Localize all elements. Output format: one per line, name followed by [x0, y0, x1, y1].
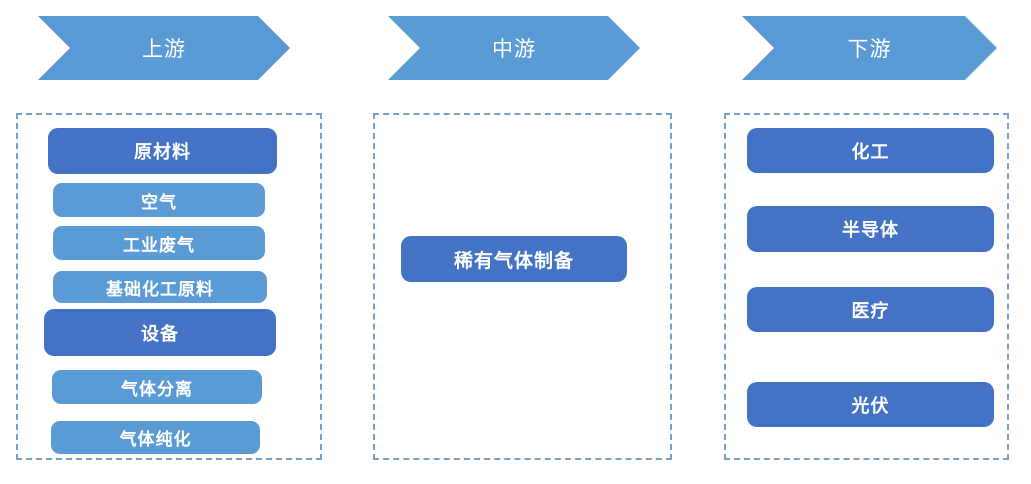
stage-label-midstream: 中游: [492, 38, 536, 61]
chain-item: 光伏: [747, 382, 994, 427]
chain-item: 基础化工原料: [53, 271, 267, 303]
chain-item: 设备: [44, 309, 276, 356]
chain-item: 原材料: [48, 128, 277, 174]
chain-item: 医疗: [747, 287, 994, 332]
chain-item-label: 气体纯化: [119, 430, 192, 449]
stage-label-upstream: 上游: [142, 38, 186, 61]
chain-item: 化工: [747, 128, 994, 173]
chain-item: 稀有气体制备: [401, 236, 627, 282]
upstream-panel: 原材料空气工业废气基础化工原料设备气体分离气体纯化: [16, 113, 322, 460]
chain-item-label: 原材料: [134, 142, 191, 162]
stage-arrow-upstream: 上游: [38, 16, 290, 80]
chain-item-label: 光伏: [851, 395, 890, 416]
chain-item-label: 基础化工原料: [106, 279, 214, 299]
chain-item: 半导体: [747, 206, 994, 252]
chain-item-label: 医疗: [851, 300, 890, 321]
chain-item: 空气: [53, 183, 265, 217]
chain-item-label: 化工: [851, 141, 890, 162]
chain-item-label: 设备: [141, 323, 179, 344]
chain-item-label: 工业废气: [123, 235, 195, 255]
chain-item-label: 空气: [141, 192, 177, 212]
chain-item-label: 气体分离: [121, 379, 193, 399]
midstream-panel: 稀有气体制备: [373, 113, 672, 460]
chain-item: 气体分离: [52, 370, 262, 404]
stage-arrow-midstream: 中游: [388, 16, 640, 80]
stage-arrow-downstream: 下游: [742, 16, 997, 80]
chain-item: 工业废气: [53, 226, 265, 260]
stage-label-downstream: 下游: [847, 38, 892, 61]
chain-item-label: 稀有气体制备: [453, 250, 574, 272]
downstream-panel: 化工半导体医疗光伏: [724, 113, 1009, 460]
chain-item: 气体纯化: [51, 421, 260, 454]
chain-item-label: 半导体: [842, 220, 899, 240]
